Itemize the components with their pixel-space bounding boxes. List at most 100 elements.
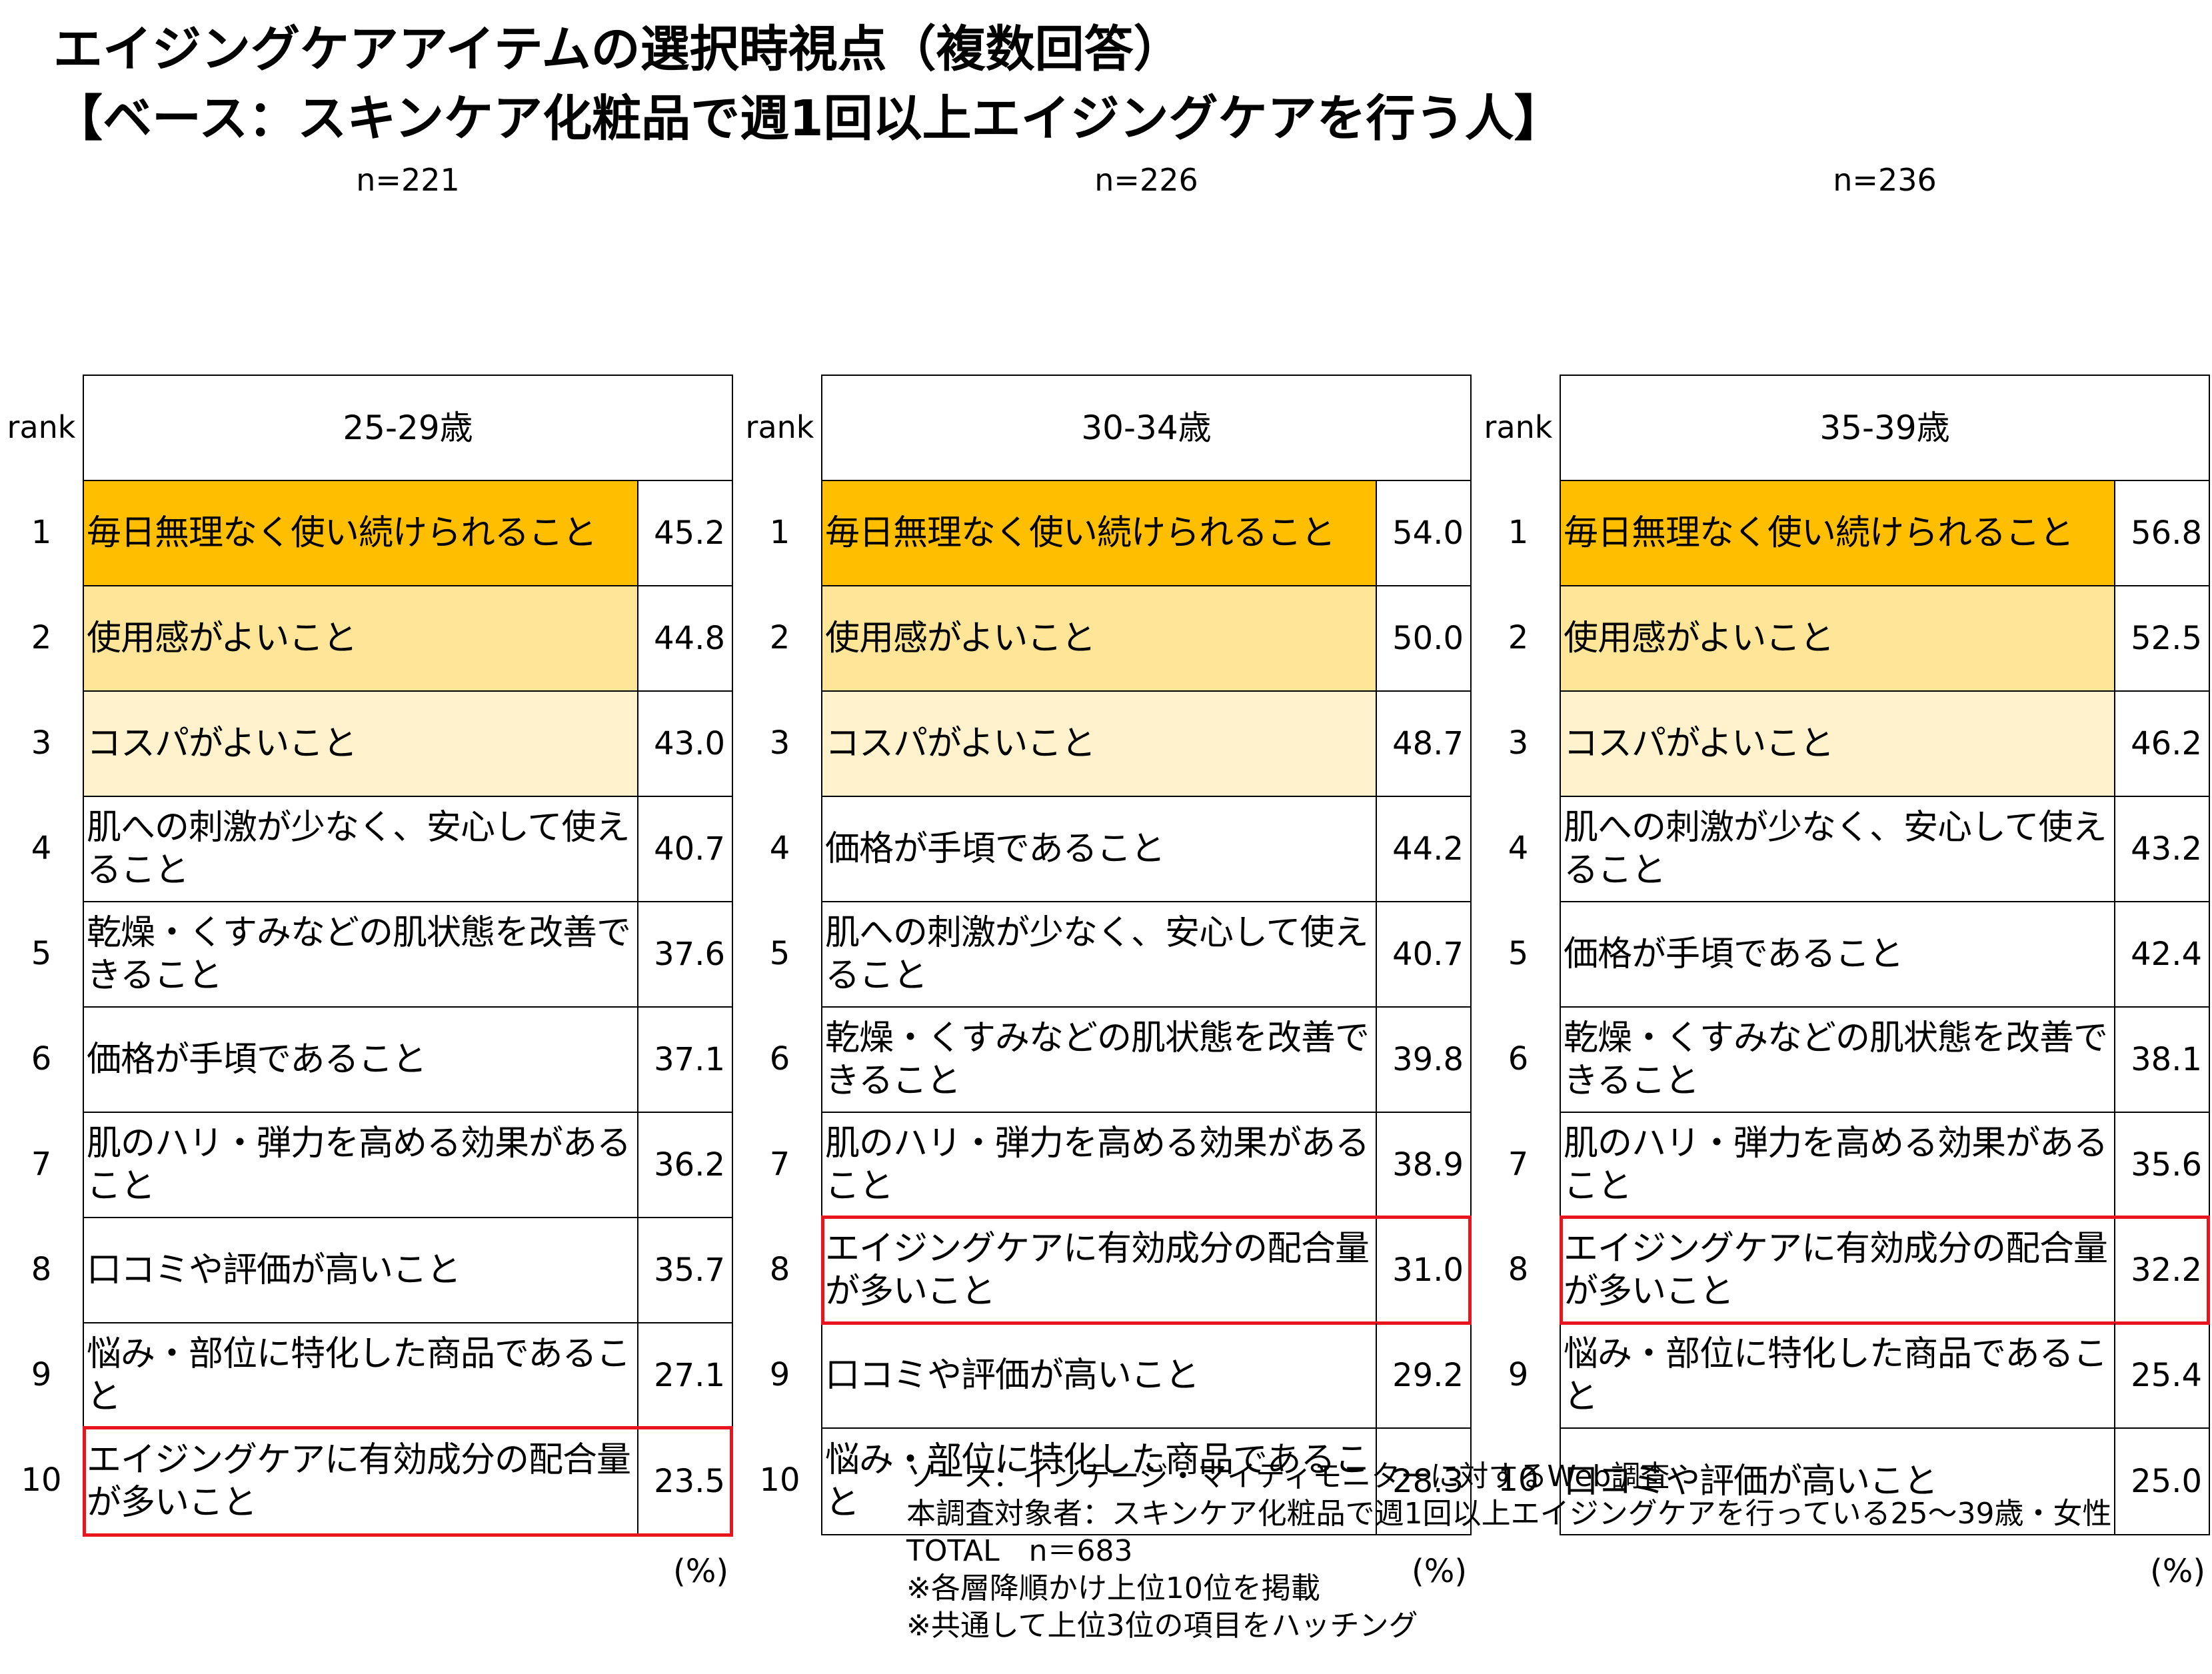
item-label: 価格が手頃であること [1561,902,2115,1006]
item-label: 口コミや評価が高いこと [822,1323,1377,1427]
item-value: 37.6 [654,936,725,973]
rank-number: 1 [31,514,52,551]
item-label: コスパがよいこと [84,692,638,796]
table-row: 悩み・部位に特化した商品であること 27.1 [84,1323,732,1429]
item-value: 27.1 [654,1357,725,1394]
item-label: 悩み・部位に特化した商品であること [822,1429,1377,1534]
rank-number: 5 [1508,935,1529,972]
note-line: 本調査対象者：スキンケア化粧品で週1回以上エイジングケアを行っている25～39歳… [906,1497,2112,1531]
title-line-2: 【ベース：スキンケア化粧品で週1回以上エイジングケアを行う人】 [53,90,1564,147]
item-value: 32.2 [2131,1252,2202,1289]
sample-size-label: n=236 [1833,162,1937,198]
source-notes: ソース：インテージ・マイティモニターに対するWeb調査 本調査対象者：スキンケア… [906,1458,2111,1645]
rank-column-header: rank [745,409,814,445]
item-label: 使用感がよいこと [1561,586,2115,690]
rank-number: 10 [759,1461,800,1499]
item-label: 乾燥・くすみなどの肌状態を改善できること [84,902,638,1006]
item-label: 肌への刺激が少なく、安心して使えること [822,902,1377,1006]
item-label: 悩み・部位に特化した商品であること [84,1323,638,1427]
note-line: ※各層降順かけ上位10位を掲載 [906,1571,1320,1605]
item-value: 43.2 [2131,830,2202,868]
rank-number: 2 [769,619,790,656]
rank-number: 4 [31,830,52,867]
rank-number: 8 [769,1251,790,1288]
rank-number: 6 [1508,1040,1529,1078]
rank-column-header: rank [1484,409,1553,445]
table-row: エイジングケアに有効成分の配合量が多いこと 32.2 [1560,1216,2210,1325]
item-label: 肌への刺激が少なく、安心して使えること [1561,797,2115,901]
item-value: 50.0 [1392,620,1464,657]
item-value: 35.7 [654,1252,725,1289]
item-label: 使用感がよいこと [84,586,638,690]
item-label: 乾燥・くすみなどの肌状態を改善できること [1561,1008,2115,1112]
age-group-header: 25-29歳 [84,376,732,481]
item-value: 28.3 [1392,1463,1464,1500]
item-label: エイジングケアに有効成分の配合量が多いこと [1561,1218,2115,1322]
item-value: 25.4 [2131,1357,2202,1394]
rank-number: 5 [769,935,790,972]
item-value: 44.8 [654,620,725,657]
item-value: 39.8 [1392,1041,1464,1078]
item-label: 毎日無理なく使い続けられること [1561,481,2115,585]
table-row: 口コミや評価が高いこと 35.7 [84,1218,732,1323]
note-line: ※共通して上位3位の項目をハッチング [906,1609,1418,1643]
item-value: 42.4 [2131,936,2202,973]
chart-title: エイジングケアアイテムの選択時視点（複数回答） 【ベース：スキンケア化粧品で週1… [53,15,1564,153]
item-value: 45.2 [654,514,725,552]
table-row: 価格が手頃であること 42.4 [1561,902,2209,1008]
rank-number: 3 [31,724,52,762]
item-value: 37.1 [654,1041,725,1078]
item-value: 38.9 [1392,1146,1464,1184]
item-value: 29.2 [1392,1357,1464,1394]
rank-number: 10 [21,1461,62,1499]
item-value: 40.7 [654,830,725,868]
item-value: 40.7 [1392,936,1464,973]
item-label: 価格が手頃であること [84,1008,638,1112]
rank-number: 2 [1508,619,1529,656]
rank-number: 2 [31,619,52,656]
item-value: 25.0 [2131,1463,2202,1500]
sample-size-label: n=221 [356,162,460,198]
rank-number: 4 [1508,830,1529,867]
item-value: 36.2 [654,1146,725,1184]
rank-number: 7 [31,1146,52,1183]
item-label: 肌のハリ・弾力を高める効果があること [822,1113,1377,1217]
item-label: 口コミや評価が高いこと [84,1218,638,1322]
item-value: 35.6 [2131,1146,2202,1184]
table-row: 価格が手頃であること 37.1 [84,1008,732,1113]
rank-number: 7 [1508,1146,1529,1183]
item-value: 48.7 [1392,725,1464,762]
item-value: 43.0 [654,725,725,762]
item-label: エイジングケアに有効成分の配合量が多いこと [84,1429,638,1534]
table-row: 肌への刺激が少なく、安心して使えること 40.7 [822,902,1470,1008]
note-line: TOTAL n＝683 [906,1534,1133,1568]
table-row: 肌のハリ・弾力を高める効果があること 36.2 [84,1113,732,1218]
rank-number: 3 [1508,724,1529,762]
percent-unit-label: (%) [1412,1553,1468,1590]
item-value: 56.8 [2131,514,2202,552]
rank-number: 1 [769,514,790,551]
age-group-header: 30-34歳 [822,376,1470,481]
item-value: 31.0 [1392,1252,1464,1289]
age-group-header: 35-39歳 [1561,376,2209,481]
rank-column-header: rank [7,409,76,445]
table-row: 悩み・部位に特化した商品であること 28.3 [822,1429,1470,1534]
item-label: 肌のハリ・弾力を高める効果があること [84,1113,638,1217]
rank-number: 1 [1508,514,1529,551]
rank-number: 9 [31,1356,52,1393]
item-value: 44.2 [1392,830,1464,868]
table-row: 口コミや評価が高いこと 29.2 [822,1323,1470,1429]
title-line-1: エイジングケアアイテムの選択時視点（複数回答） [53,21,1183,78]
